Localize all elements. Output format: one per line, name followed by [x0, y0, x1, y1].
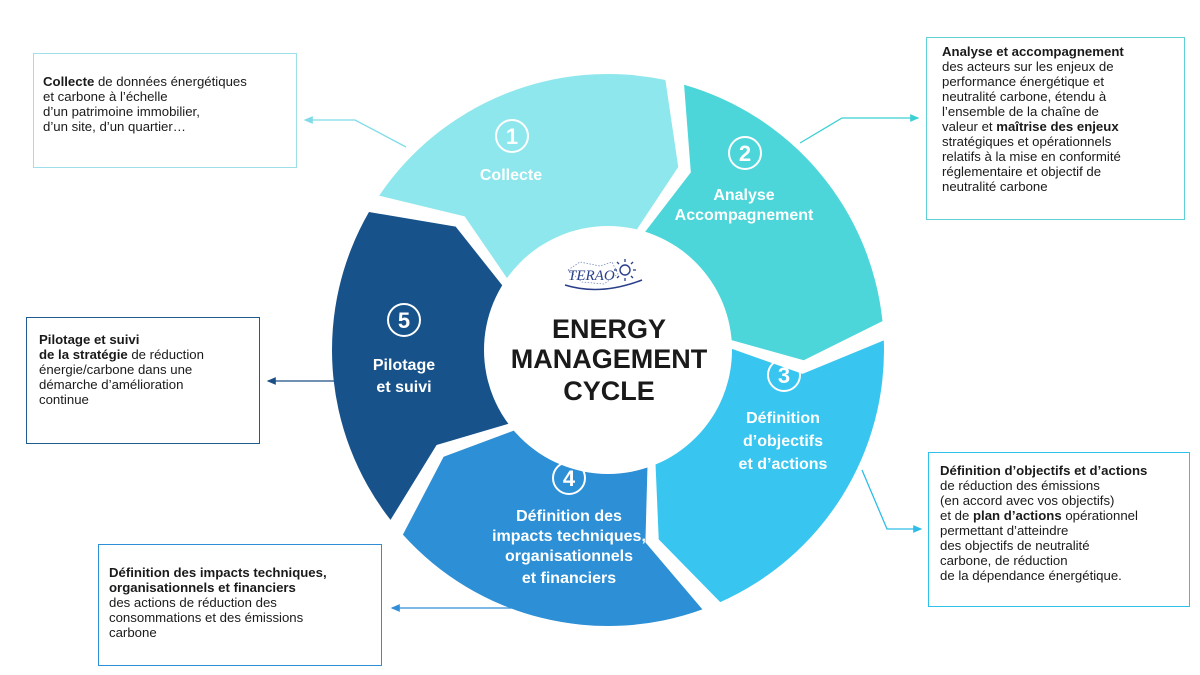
analyse-bold: Analyse et accompagnement [942, 44, 1124, 59]
analyse-line7: stratégiques et opérationnels [942, 134, 1112, 149]
step-5-number-circle [387, 303, 421, 337]
step-4-number-circle [552, 461, 586, 495]
segment-analyse [639, 84, 883, 361]
impacts-line3: des actions de réduction des [109, 595, 277, 610]
analyse-line9: réglementaire et objectif de [942, 164, 1102, 179]
analyse-line10: neutralité carbone [942, 179, 1048, 194]
impacts-bold1: Définition des impacts techniques, [109, 565, 327, 580]
step-3-label-line1: Définition [746, 410, 820, 427]
step-3-number-circle [767, 358, 801, 392]
center-circle [484, 226, 732, 474]
step-5-label-line2: et suivi [376, 379, 431, 396]
analyse-line5: l’ensemble de la chaîne de [942, 104, 1099, 119]
step-5-number: 5 [398, 308, 410, 333]
step-3-label-line2: d’objectifs [743, 433, 823, 450]
connector-definition-objectifs [861, 469, 923, 533]
analyse-line3: performance énergétique et [942, 74, 1105, 89]
collecte-line3: d’un patrimoine immobilier, [43, 104, 200, 119]
step-2-number-circle [728, 136, 762, 170]
collecte-bold: Collecte [43, 74, 95, 89]
description-box-definition-objectifs: Définition d’objectifs et d’actions de r… [928, 452, 1190, 607]
objectifs-line4-bold: plan d’actions [973, 508, 1062, 523]
description-box-definition-impacts: Définition des impacts techniques, organ… [98, 544, 382, 666]
step-4-label-line1: Définition des [516, 508, 622, 525]
step-3-label-line3: et d’actions [739, 456, 828, 473]
step-4-number: 4 [563, 466, 576, 491]
step-4-label-line2: impacts techniques, [492, 528, 646, 545]
objectifs-line8: de la dépendance énergétique. [940, 568, 1122, 583]
impacts-bold2: organisationnels et financiers [109, 580, 296, 595]
impacts-line5: carbone [109, 625, 157, 640]
step-2-number: 2 [739, 141, 751, 166]
collecte-line2: et carbone à l’échelle [43, 89, 168, 104]
analyse-line6-text: valeur et [942, 119, 997, 134]
description-box-pilotage: Pilotage et suivi de la stratégie de réd… [26, 317, 260, 444]
objectifs-line4-text: et de [940, 508, 973, 523]
step-1-label: Collecte [480, 167, 542, 184]
description-box-collecte: Collecte de données énergétiques et carb… [33, 53, 297, 168]
objectifs-line7: carbone, de réduction [940, 553, 1068, 568]
impacts-line1: Définition des impacts techniques, [109, 565, 375, 580]
impacts-line4: consommations et des émissions [109, 610, 304, 625]
logo-text: TERAO [568, 268, 615, 284]
objectifs-bold: Définition d’objectifs et d’actions [940, 463, 1148, 478]
pilotage-line3: énergie/carbone dans une [39, 362, 193, 377]
pilotage-line2: de la stratégie de réduction [39, 347, 253, 362]
objectifs-line4-text2: opérationnel [1061, 508, 1138, 523]
step-5-label-line1: Pilotage [373, 357, 435, 374]
analyse-line6-bold: maîtrise des enjeux [996, 119, 1119, 134]
collecte-line4: d’un site, d’un quartier… [43, 119, 186, 134]
logo-map-outline [567, 261, 619, 285]
impacts-line2: organisationnels et financiers [109, 580, 375, 595]
connector-collecte [303, 116, 407, 148]
center-title-line1: ENERGY [552, 314, 666, 344]
pilotage-text2: de réduction [127, 347, 204, 362]
description-box-analyse: Analyse et accompagnement des acteurs su… [926, 37, 1185, 220]
analyse-line1: Analyse et accompagnement [942, 44, 1178, 59]
analyse-line6: valeur et maîtrise des enjeux [942, 119, 1178, 134]
step-1-number: 1 [506, 124, 518, 149]
collecte-text: de données énergétiques [94, 74, 247, 89]
segment-definition-impacts [402, 427, 703, 626]
analyse-line2: des acteurs sur les enjeux de [942, 59, 1114, 74]
analyse-line4: neutralité carbone, étendu à [942, 89, 1107, 104]
objectifs-line6: des objectifs de neutralité [940, 538, 1090, 553]
center-title-line3: CYCLE [563, 376, 655, 406]
pilotage-bold2: de la stratégie [39, 347, 128, 362]
objectifs-line1: Définition d’objectifs et d’actions [940, 463, 1185, 478]
pilotage-line1: Pilotage et suivi [39, 332, 253, 347]
objectifs-line3: (en accord avec vos objectifs) [940, 493, 1115, 508]
pilotage-line5: continue [39, 392, 89, 407]
step-2-label-line2: Accompagnement [675, 207, 814, 224]
step-1-number-circle [495, 119, 529, 153]
objectifs-line5: permettant d’atteindre [940, 523, 1069, 538]
step-2-label-line1: Analyse [713, 187, 774, 204]
segment-pilotage [332, 212, 517, 520]
step-3-number: 3 [778, 363, 790, 388]
center-title-line2: MANAGEMENT [511, 344, 708, 374]
step-4-label-line4: et financiers [522, 570, 616, 587]
terao-logo: TERAO [564, 259, 643, 291]
connector-analyse [799, 114, 920, 144]
logo-swoosh [564, 279, 643, 291]
step-4-label-line3: organisationnels [505, 548, 633, 565]
analyse-line8: relatifs à la mise en conformité [942, 149, 1121, 164]
objectifs-line2: de réduction des émissions [940, 478, 1100, 493]
pilotage-bold1: Pilotage et suivi [39, 332, 140, 347]
pilotage-line4: démarche d’amélioration [39, 377, 184, 392]
collecte-line1: Collecte de données énergétiques [43, 74, 288, 89]
sun-icon [614, 259, 636, 281]
objectifs-line4: et de plan d’actions opérationnel [940, 508, 1185, 523]
